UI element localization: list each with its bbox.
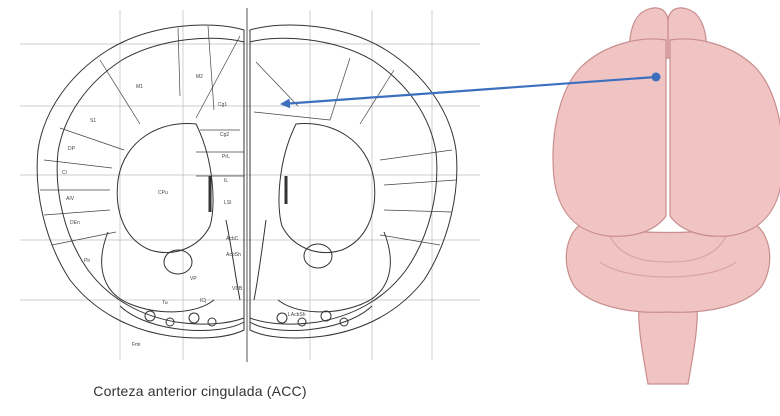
region-label: Cl [62, 170, 67, 176]
region-label: M1 [136, 84, 143, 90]
hemisphere-left [553, 39, 666, 236]
rat-brain-dorsal-view [553, 8, 780, 384]
region-label: Cg1 [218, 102, 227, 108]
cerebellum [566, 222, 769, 312]
figure-caption: Corteza anterior cingulada (ACC) [0, 383, 400, 399]
region-label: CPu [158, 190, 168, 196]
atlas-cortex-boundaries [40, 26, 456, 245]
acc-location-dot [652, 73, 661, 82]
region-label: VP [190, 276, 197, 282]
region-label: Fmi [132, 342, 140, 348]
coronal-atlas-section: M2 Cg1 M1 Cg2 S1 PrL DP IL AIV DEn Cl CP… [20, 8, 480, 362]
atlas-striatum [102, 123, 391, 330]
region-label: IL [224, 178, 228, 184]
region-label: Tu [162, 300, 168, 306]
region-label: Pir [84, 258, 90, 264]
region-label: AcbC [226, 236, 239, 242]
hemisphere-right [670, 39, 780, 236]
region-label: ICj [200, 298, 206, 304]
region-label: VDB [232, 286, 243, 292]
region-label: DEn [70, 220, 80, 226]
region-label: M2 [196, 74, 203, 80]
region-label: AIV [66, 196, 75, 202]
region-label: AcbSh [226, 252, 241, 258]
region-label: LSI [224, 200, 232, 206]
region-label: Cg2 [220, 132, 229, 138]
region-label: S1 [90, 118, 96, 124]
region-label: PrL [222, 154, 230, 160]
region-label: DP [68, 146, 76, 152]
region-label: LAcbSh [288, 312, 306, 318]
